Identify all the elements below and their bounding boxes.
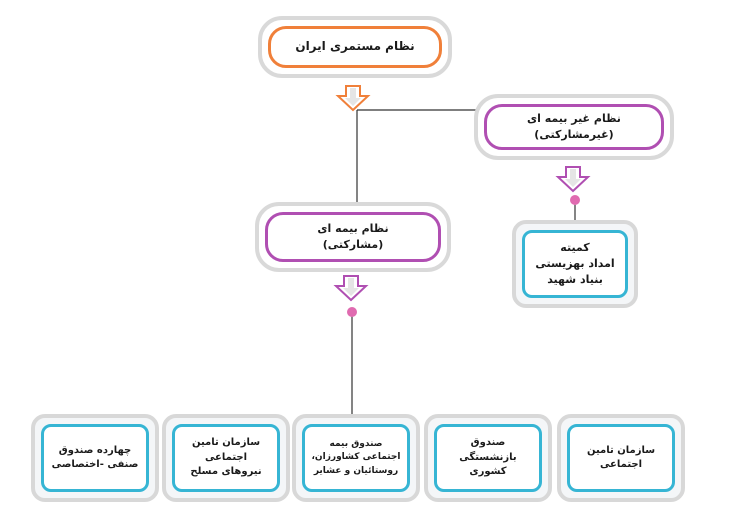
fund-label: صندوق بیمه اجتماعی کشاورزان، روستائیان و…	[311, 439, 401, 476]
fund-box: سازمان تامین اجتماعی نیروهای مسلح	[162, 414, 290, 502]
fund-label: سازمان تامین اجتماعی	[586, 444, 656, 471]
down-arrow-icon	[333, 275, 369, 302]
down-arrow-icon	[335, 85, 371, 112]
root-node: نظام مستمری ایران	[258, 16, 452, 78]
fund-label: سازمان تامین اجتماعی نیروهای مسلح	[190, 437, 262, 478]
committee-node: کمیته امداد بهزیستی بنیاد شهید	[512, 220, 638, 308]
fund-box: صندوق بازنشستگی کشوری	[424, 414, 552, 502]
insurance-node: نظام بیمه ای (مشارکتی)	[255, 202, 451, 272]
connector-dot	[347, 307, 357, 317]
non-insurance-label: نظام غیر بیمه ای (غیرمشارکتی)	[527, 112, 621, 141]
fund-box: سازمان تامین اجتماعی	[557, 414, 685, 502]
fund-label: صندوق بازنشستگی کشوری	[459, 437, 517, 478]
down-arrow-icon	[555, 166, 591, 193]
committee-label: کمیته امداد بهزیستی بنیاد شهید	[535, 241, 615, 286]
fund-label: چهارده صندوق صنفی -اختصاصی	[51, 444, 139, 471]
root-label: نظام مستمری ایران	[295, 39, 415, 54]
insurance-label: نظام بیمه ای (مشارکتی)	[317, 222, 389, 251]
non-insurance-node: نظام غیر بیمه ای (غیرمشارکتی)	[474, 94, 674, 160]
fund-box: صندوق بیمه اجتماعی کشاورزان، روستائیان و…	[292, 414, 420, 502]
connector-dot	[570, 195, 580, 205]
fund-box: چهارده صندوق صنفی -اختصاصی	[31, 414, 159, 502]
